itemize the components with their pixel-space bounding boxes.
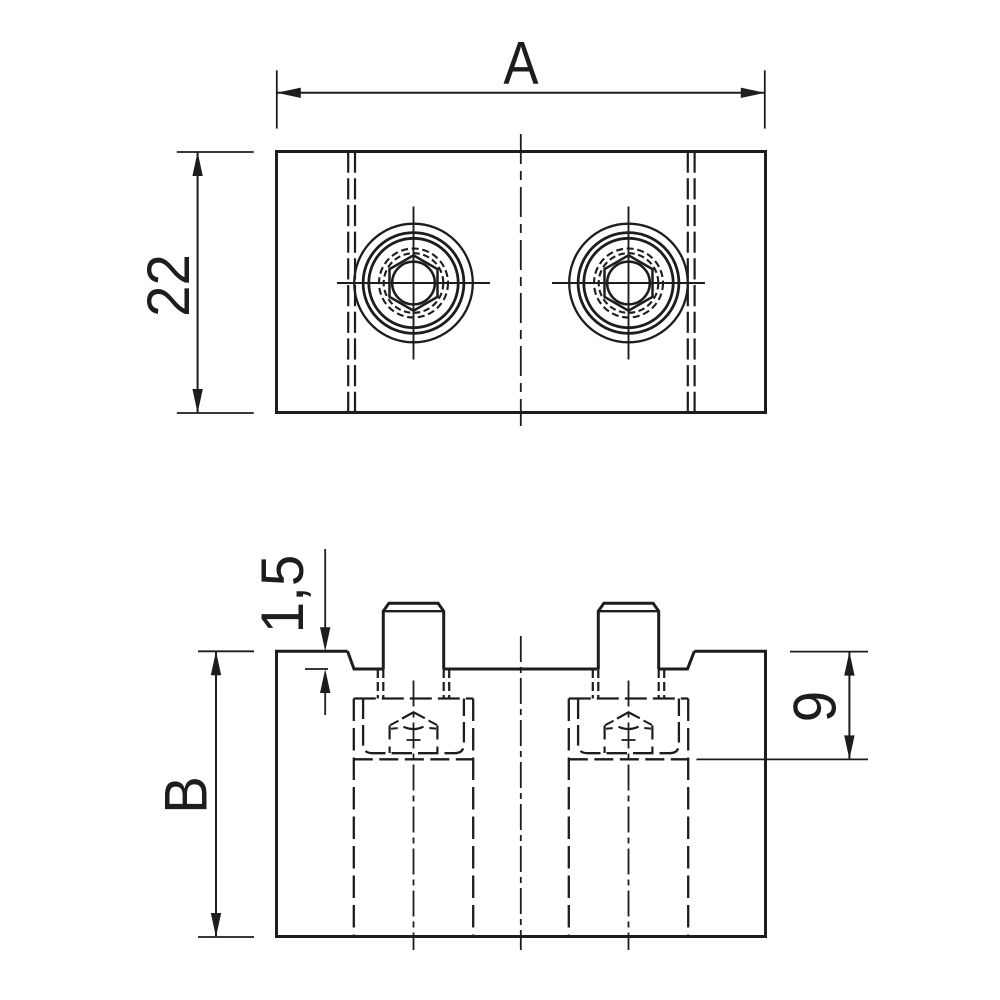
svg-text:A: A bbox=[503, 29, 539, 96]
svg-text:B: B bbox=[153, 776, 220, 814]
svg-text:1,5: 1,5 bbox=[249, 555, 316, 633]
svg-text:22: 22 bbox=[135, 254, 202, 317]
svg-text:9: 9 bbox=[782, 691, 849, 722]
